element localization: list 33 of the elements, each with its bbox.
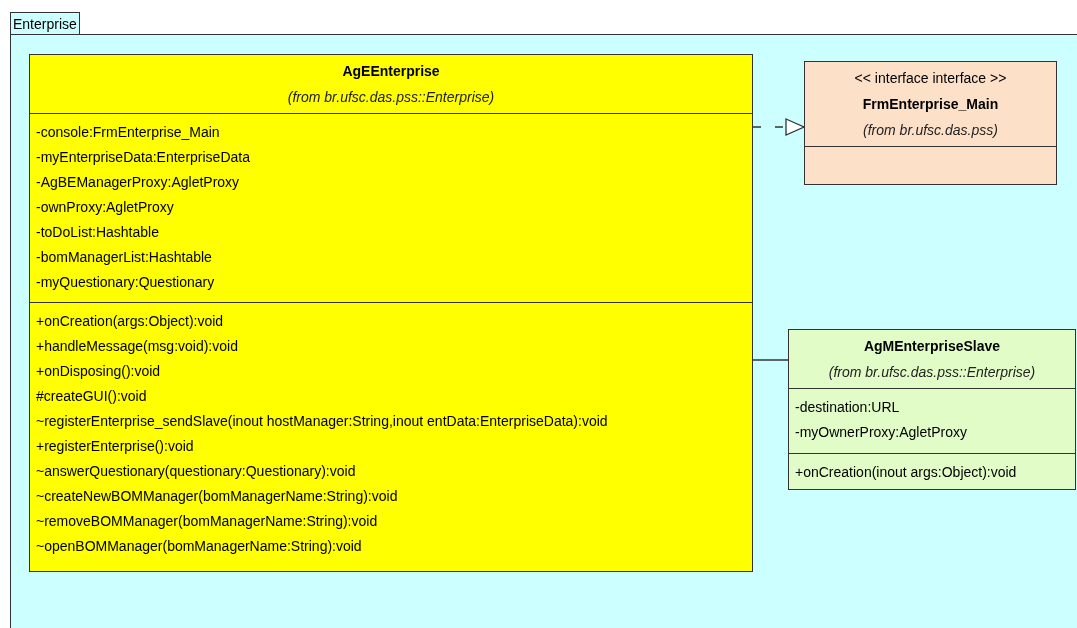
member-text: +onDisposing():void — [36, 362, 162, 381]
member-text: -bomManagerList:Hashtable — [36, 248, 213, 267]
package-tab: Enterprise — [10, 12, 80, 35]
realization-arrow — [752, 118, 805, 136]
class-name: AgMEnterpriseSlave — [863, 337, 1001, 356]
member-text: +onCreation(args:Object):void — [36, 312, 225, 331]
member-text: -myEnterpriseData:EnterpriseData — [36, 148, 251, 167]
class-box — [788, 329, 1076, 490]
member-text: ~createNewBOMManager(bomManagerName:String):void — [36, 487, 399, 506]
member-text: -toDoList:Hashtable — [36, 223, 160, 242]
member-text: +handleMessage(msg:void):void — [36, 337, 239, 356]
package-path-text: (from br.ufsc.das.pss::Enterprise) — [828, 363, 1036, 382]
member-text: ~removeBOMManager(bomManagerName:String):void — [36, 512, 379, 531]
class-box — [29, 54, 753, 572]
member-text: ~openBOMManager(bomManagerName:String):void — [36, 537, 363, 556]
package-path-text: (from br.ufsc.das.pss) — [863, 121, 998, 140]
member-text: -console:FrmEnterprise_Main — [36, 123, 221, 142]
association-line — [752, 359, 789, 361]
class-box — [804, 61, 1057, 185]
member-text: ~answerQuestionary(questionary:Questionary):void — [36, 462, 357, 481]
package-path-text: (from br.ufsc.das.pss::Enterprise) — [287, 88, 495, 107]
member-text: #createGUI():void — [36, 387, 148, 406]
member-text: -myOwnerProxy:AgletProxy — [795, 423, 968, 442]
member-text: -AgBEManagerProxy:AgletProxy — [36, 173, 241, 192]
member-text: +registerEnterprise():void — [36, 437, 195, 456]
member-text: ~registerEnterprise_sendSlave(inout hostManager:String,inout entData:EnterpriseData):void — [36, 412, 609, 431]
member-text: +onCreation(inout args:Object):void — [795, 463, 1018, 482]
member-text: -myQuestionary:Questionary — [36, 273, 216, 292]
stereotype-text: << interface interface >> — [854, 69, 1007, 88]
member-text: -ownProxy:AgletProxy — [36, 198, 175, 217]
member-text: -destination:URL — [795, 398, 901, 417]
class-name: AgEEnterprise — [342, 62, 440, 81]
class-name: FrmEnterprise_Main — [862, 95, 999, 114]
